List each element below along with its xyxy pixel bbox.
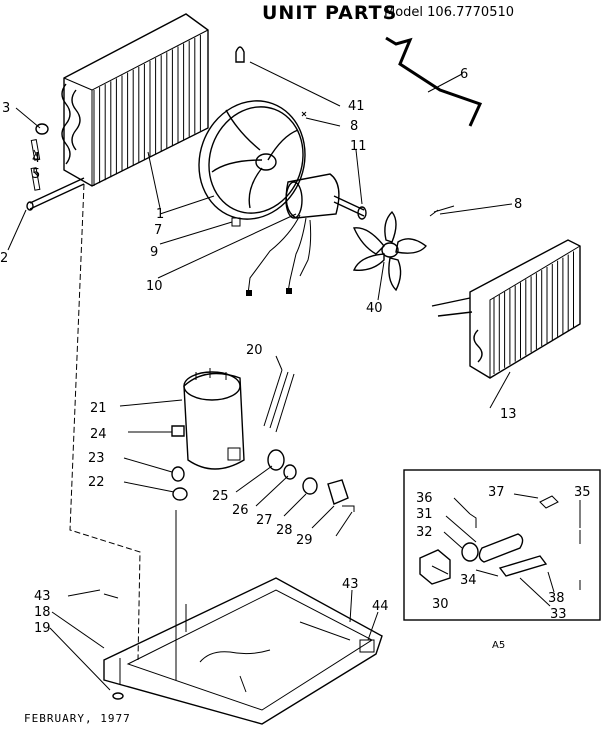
callout-29: 29: [296, 533, 313, 548]
callout-31: 31: [416, 507, 433, 522]
fan-motor: [235, 46, 367, 296]
callout-9: 9: [150, 245, 158, 260]
callout-24: 24: [90, 427, 107, 442]
callout-labels: 3 4 5 2 1 7 9 10 6 41 8 11 8 40 13 20 21…: [0, 67, 591, 651]
callout-32: 32: [416, 525, 433, 540]
callout-7: 7: [154, 223, 162, 238]
callout-28: 28: [276, 523, 293, 538]
diagram-date: FEBRUARY, 1977: [24, 712, 131, 725]
compressor-wires: [263, 369, 295, 433]
callout-21: 21: [90, 401, 107, 416]
callout-8-right: 8: [514, 197, 522, 212]
callout-5: 5: [32, 167, 40, 182]
callout-4: 4: [32, 151, 40, 166]
callout-20: 20: [246, 343, 263, 358]
callout-2: 2: [0, 251, 8, 266]
callout-33: 33: [550, 607, 567, 622]
base-pan: [103, 577, 383, 725]
callout-3: 3: [2, 101, 10, 116]
callout-26: 26: [232, 503, 249, 518]
callout-41: 41: [348, 99, 365, 114]
callout-30: 30: [432, 597, 449, 612]
callout-19: 19: [34, 621, 51, 636]
callout-37: 36: [416, 491, 433, 506]
callout-6: 6: [460, 67, 468, 82]
evaporator-coil: [431, 239, 581, 379]
diagram-title: UNIT PARTS: [262, 2, 398, 24]
electrical-inset: [403, 469, 601, 621]
callout-36: 35: [574, 485, 591, 500]
callout-10: 10: [146, 279, 163, 294]
blower-wheel: [198, 100, 306, 227]
callout-40: 40: [366, 301, 383, 316]
callout-44: 44: [372, 599, 389, 614]
callout-34: 34: [460, 573, 477, 588]
fan-blade: [352, 205, 455, 292]
callout-43-right: 43: [342, 577, 359, 592]
leader-lines: [7, 61, 581, 691]
callout-11: 11: [350, 139, 367, 154]
compressor: [171, 368, 245, 680]
callout-1: 1: [156, 207, 164, 222]
callout-8-upper: 8: [350, 119, 358, 134]
callout-38: 37: [488, 485, 505, 500]
callout-27: 27: [256, 513, 273, 528]
callout-35: 38: [548, 591, 565, 606]
callout-25: 25: [212, 489, 229, 504]
model-number: Model 106.7770510: [384, 5, 515, 20]
drain-tube: [385, 36, 483, 127]
terminal-parts: [267, 449, 355, 512]
callout-23: 23: [88, 451, 105, 466]
capillary-parts: [26, 123, 85, 211]
callout-43-left: 43: [34, 589, 51, 604]
callout-13: 13: [500, 407, 517, 422]
callout-18: 18: [34, 605, 51, 620]
inset-tag: A5: [492, 640, 505, 651]
condenser-coil: [61, 13, 209, 187]
callout-22: 22: [88, 475, 105, 490]
